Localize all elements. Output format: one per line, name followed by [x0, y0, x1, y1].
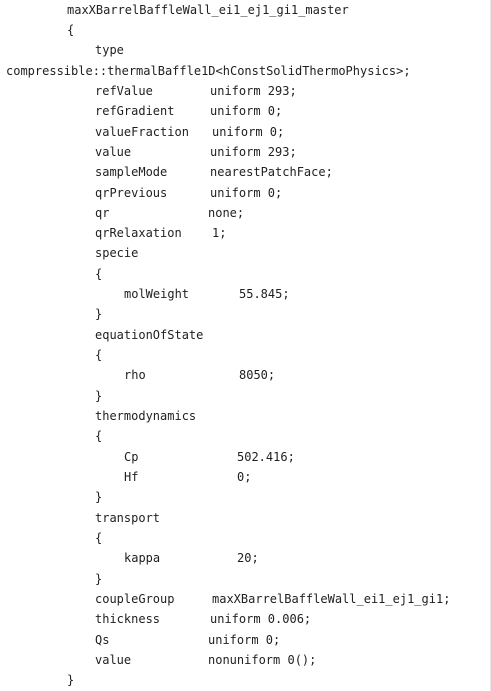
code-line-value: uniform 0.006;	[210, 612, 312, 626]
code-line-value: 20;	[237, 551, 259, 565]
code-line-key: coupleGroup	[95, 592, 175, 606]
code-line-key: rho	[124, 368, 146, 382]
code-line-key: sampleMode	[95, 165, 168, 179]
code-line: }	[95, 389, 103, 403]
code-line-value: nonuniform 0();	[208, 653, 317, 667]
code-line: equationOfState	[95, 328, 204, 342]
code-line: {	[95, 267, 103, 281]
code-line-key: thickness	[95, 612, 161, 626]
code-line: }	[95, 307, 103, 321]
code-line: specie	[95, 246, 139, 260]
code-line-value: 502.416;	[237, 450, 295, 464]
code-line: {	[95, 531, 103, 545]
code-line-key: kappa	[124, 551, 161, 565]
code-line-key: value	[95, 145, 132, 159]
code-line-value: none;	[208, 206, 245, 220]
code-line-value: uniform 293;	[210, 84, 297, 98]
code-line-key: qr	[95, 206, 110, 220]
code-line-value: 55.845;	[239, 287, 290, 301]
code-line-key: Qs	[95, 633, 110, 647]
code-line-key: refGradient	[95, 104, 175, 118]
code-line: }	[67, 673, 75, 687]
code-line: type	[95, 43, 124, 57]
code-line-key: molWeight	[124, 287, 190, 301]
code-line-key: value	[95, 653, 132, 667]
code-line: }	[95, 572, 103, 586]
code-line-key: Cp	[124, 450, 139, 464]
code-line: }	[95, 490, 103, 504]
code-line-value: uniform 293;	[210, 145, 297, 159]
code-line-key: valueFraction	[95, 125, 189, 139]
code-line: {	[95, 348, 103, 362]
code-line-value: uniform 0;	[212, 125, 285, 139]
code-line-value: uniform 0;	[210, 104, 283, 118]
code-line: transport	[95, 511, 161, 525]
code-line-key: refValue	[95, 84, 153, 98]
code-line-value: 0;	[237, 470, 252, 484]
code-line: maxXBarrelBaffleWall_ei1_ej1_gi1_master	[67, 3, 349, 17]
code-line: compressible::thermalBaffle1D<hConstSoli…	[6, 64, 411, 78]
code-line-key: qrRelaxation	[95, 226, 182, 240]
code-line: {	[67, 23, 75, 37]
code-line-value: nearestPatchFace;	[210, 165, 333, 179]
code-line-key: Hf	[124, 470, 139, 484]
code-line-value: 1;	[212, 226, 227, 240]
code-line-value: uniform 0;	[208, 633, 281, 647]
code-line: thermodynamics	[95, 409, 197, 423]
code-line-value: maxXBarrelBaffleWall_ei1_ej1_gi1;	[212, 592, 451, 606]
code-line-value: 8050;	[239, 368, 276, 382]
code-line: {	[95, 429, 103, 443]
code-line-value: uniform 0;	[210, 186, 283, 200]
code-line-key: qrPrevious	[95, 186, 168, 200]
